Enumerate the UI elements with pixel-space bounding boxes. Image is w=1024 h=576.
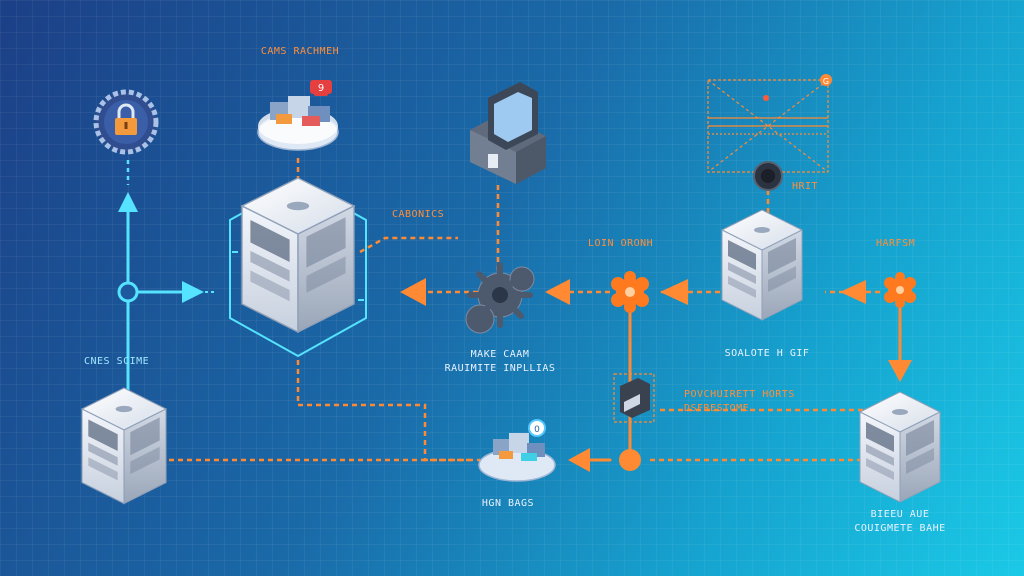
label-povchin-line2: DSFRESTOME <box>684 403 750 414</box>
db-top-badge: 9 <box>318 83 324 94</box>
arrow-into-burst <box>660 279 688 305</box>
connector-cabonics <box>359 236 458 254</box>
label-bieeu-line2: COUIGMETE BAHE <box>854 523 946 534</box>
junction-node-orange <box>619 449 641 471</box>
database-cluster-icon <box>257 84 339 151</box>
label-loin: LOIN ORONH <box>588 238 654 249</box>
arrow-right-cyan <box>182 281 204 303</box>
server-cube-mid <box>721 209 803 321</box>
connectors-orange <box>160 158 880 462</box>
arrow-up-cyan <box>118 192 138 212</box>
arrowheads <box>400 278 912 472</box>
label-make: MAKE CAAM <box>470 349 530 360</box>
wireframe-box <box>707 79 829 173</box>
server-cube-right <box>859 391 941 503</box>
label-harfs: HARFSM <box>876 238 916 249</box>
connectors-cyan <box>117 160 215 400</box>
server-cube-left <box>81 387 167 505</box>
database-cluster-bottom <box>478 433 556 482</box>
padlock-gear-icon <box>93 89 159 155</box>
label-soalote: SOALOTE H GIF <box>724 348 810 359</box>
label-bieeu-line1: BIEEU AUE <box>870 509 930 520</box>
main-server-hub <box>229 177 367 358</box>
gear-cluster-icon <box>465 262 535 334</box>
arrow-down-right <box>888 360 912 382</box>
arrow-into-hub <box>400 278 426 306</box>
label-hrit: HRIT <box>792 181 819 192</box>
scope-badge: G <box>823 77 829 86</box>
orange-burst-icon <box>611 271 649 313</box>
db-top-badge-bg <box>310 80 332 94</box>
terminal-device-icon <box>470 82 546 184</box>
orange-burst-icon-right <box>884 272 916 308</box>
db-bottom-badge-circle <box>528 419 546 437</box>
junction-node <box>117 281 139 303</box>
label-rauimite: RAUIMITE INPLLIAS <box>444 363 556 374</box>
scope-badge-circle <box>820 74 832 86</box>
label-hgn: HGN BAGS <box>481 498 535 509</box>
arrow-into-db-bottom <box>568 448 590 472</box>
label-cnes: CNES SCIME <box>84 356 150 367</box>
label-povchin-line1: POVCHUIRETT HORTS <box>684 389 795 400</box>
lens-icon <box>753 161 783 191</box>
arrow-into-gear <box>545 279 570 305</box>
small-device-icon <box>613 373 655 423</box>
label-cams: CAMS RACHMEH <box>260 46 340 57</box>
connector-hub-down <box>296 360 480 462</box>
arrow-into-server <box>840 280 866 304</box>
connectors-orange-solid <box>583 298 902 462</box>
db-bottom-badge: 0 <box>534 425 540 435</box>
label-cabonics: CABONICS <box>392 209 445 220</box>
